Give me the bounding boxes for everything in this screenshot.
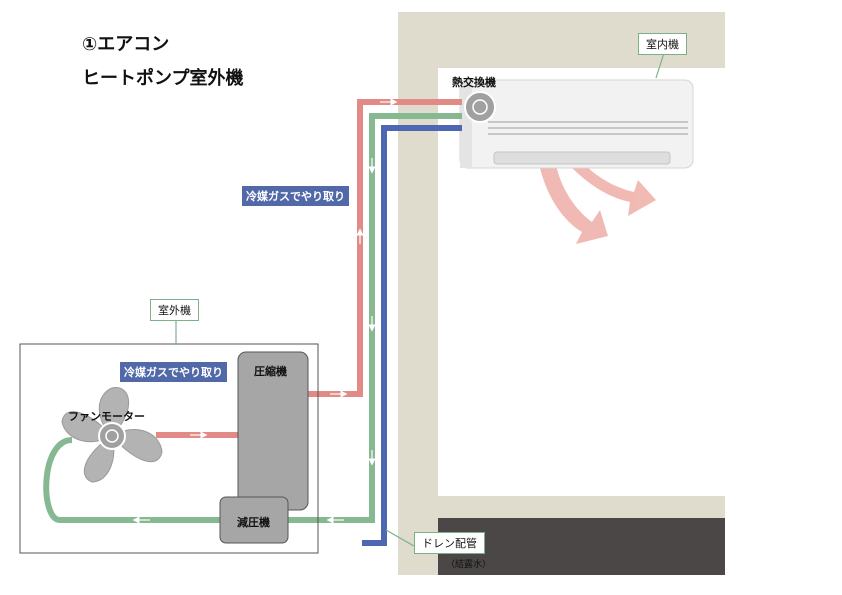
building-wall — [398, 12, 725, 575]
flow-arrows — [132, 98, 398, 524]
compressor-label: 圧縮機 — [254, 365, 287, 378]
fan-motor-label: ファンモーター — [68, 410, 145, 423]
drain-pipe-tag: ドレン配管 — [414, 532, 485, 554]
diagram-title-line2: ヒートポンプ室外機 — [82, 68, 244, 89]
fan-motor-icon — [98, 422, 126, 450]
airflow-arrows — [540, 164, 656, 244]
floor — [438, 518, 725, 575]
pipe-refrigerant-label: 冷媒ガスでやり取り — [242, 186, 349, 206]
indoor-unit — [459, 79, 694, 169]
pressure-reducer-label: 減圧機 — [237, 516, 270, 529]
outdoor-refrigerant-label: 冷媒ガスでやり取り — [120, 362, 227, 382]
drain-note: （結露水） — [446, 560, 492, 570]
indoor-unit-tag: 室内機 — [638, 33, 687, 55]
heat-exchanger-icon — [464, 91, 496, 123]
drain-tag-leader — [385, 529, 415, 547]
diagram-title-line1: ①エアコン — [82, 34, 170, 55]
outdoor-unit-box — [19, 343, 319, 554]
indoor-tag-leader — [655, 52, 665, 79]
drain-pipe — [362, 125, 462, 546]
outdoor-unit-tag: 室外機 — [150, 299, 199, 321]
heat-exchanger-label: 熱交換機 — [452, 76, 496, 89]
pressure-reducer — [219, 496, 289, 544]
